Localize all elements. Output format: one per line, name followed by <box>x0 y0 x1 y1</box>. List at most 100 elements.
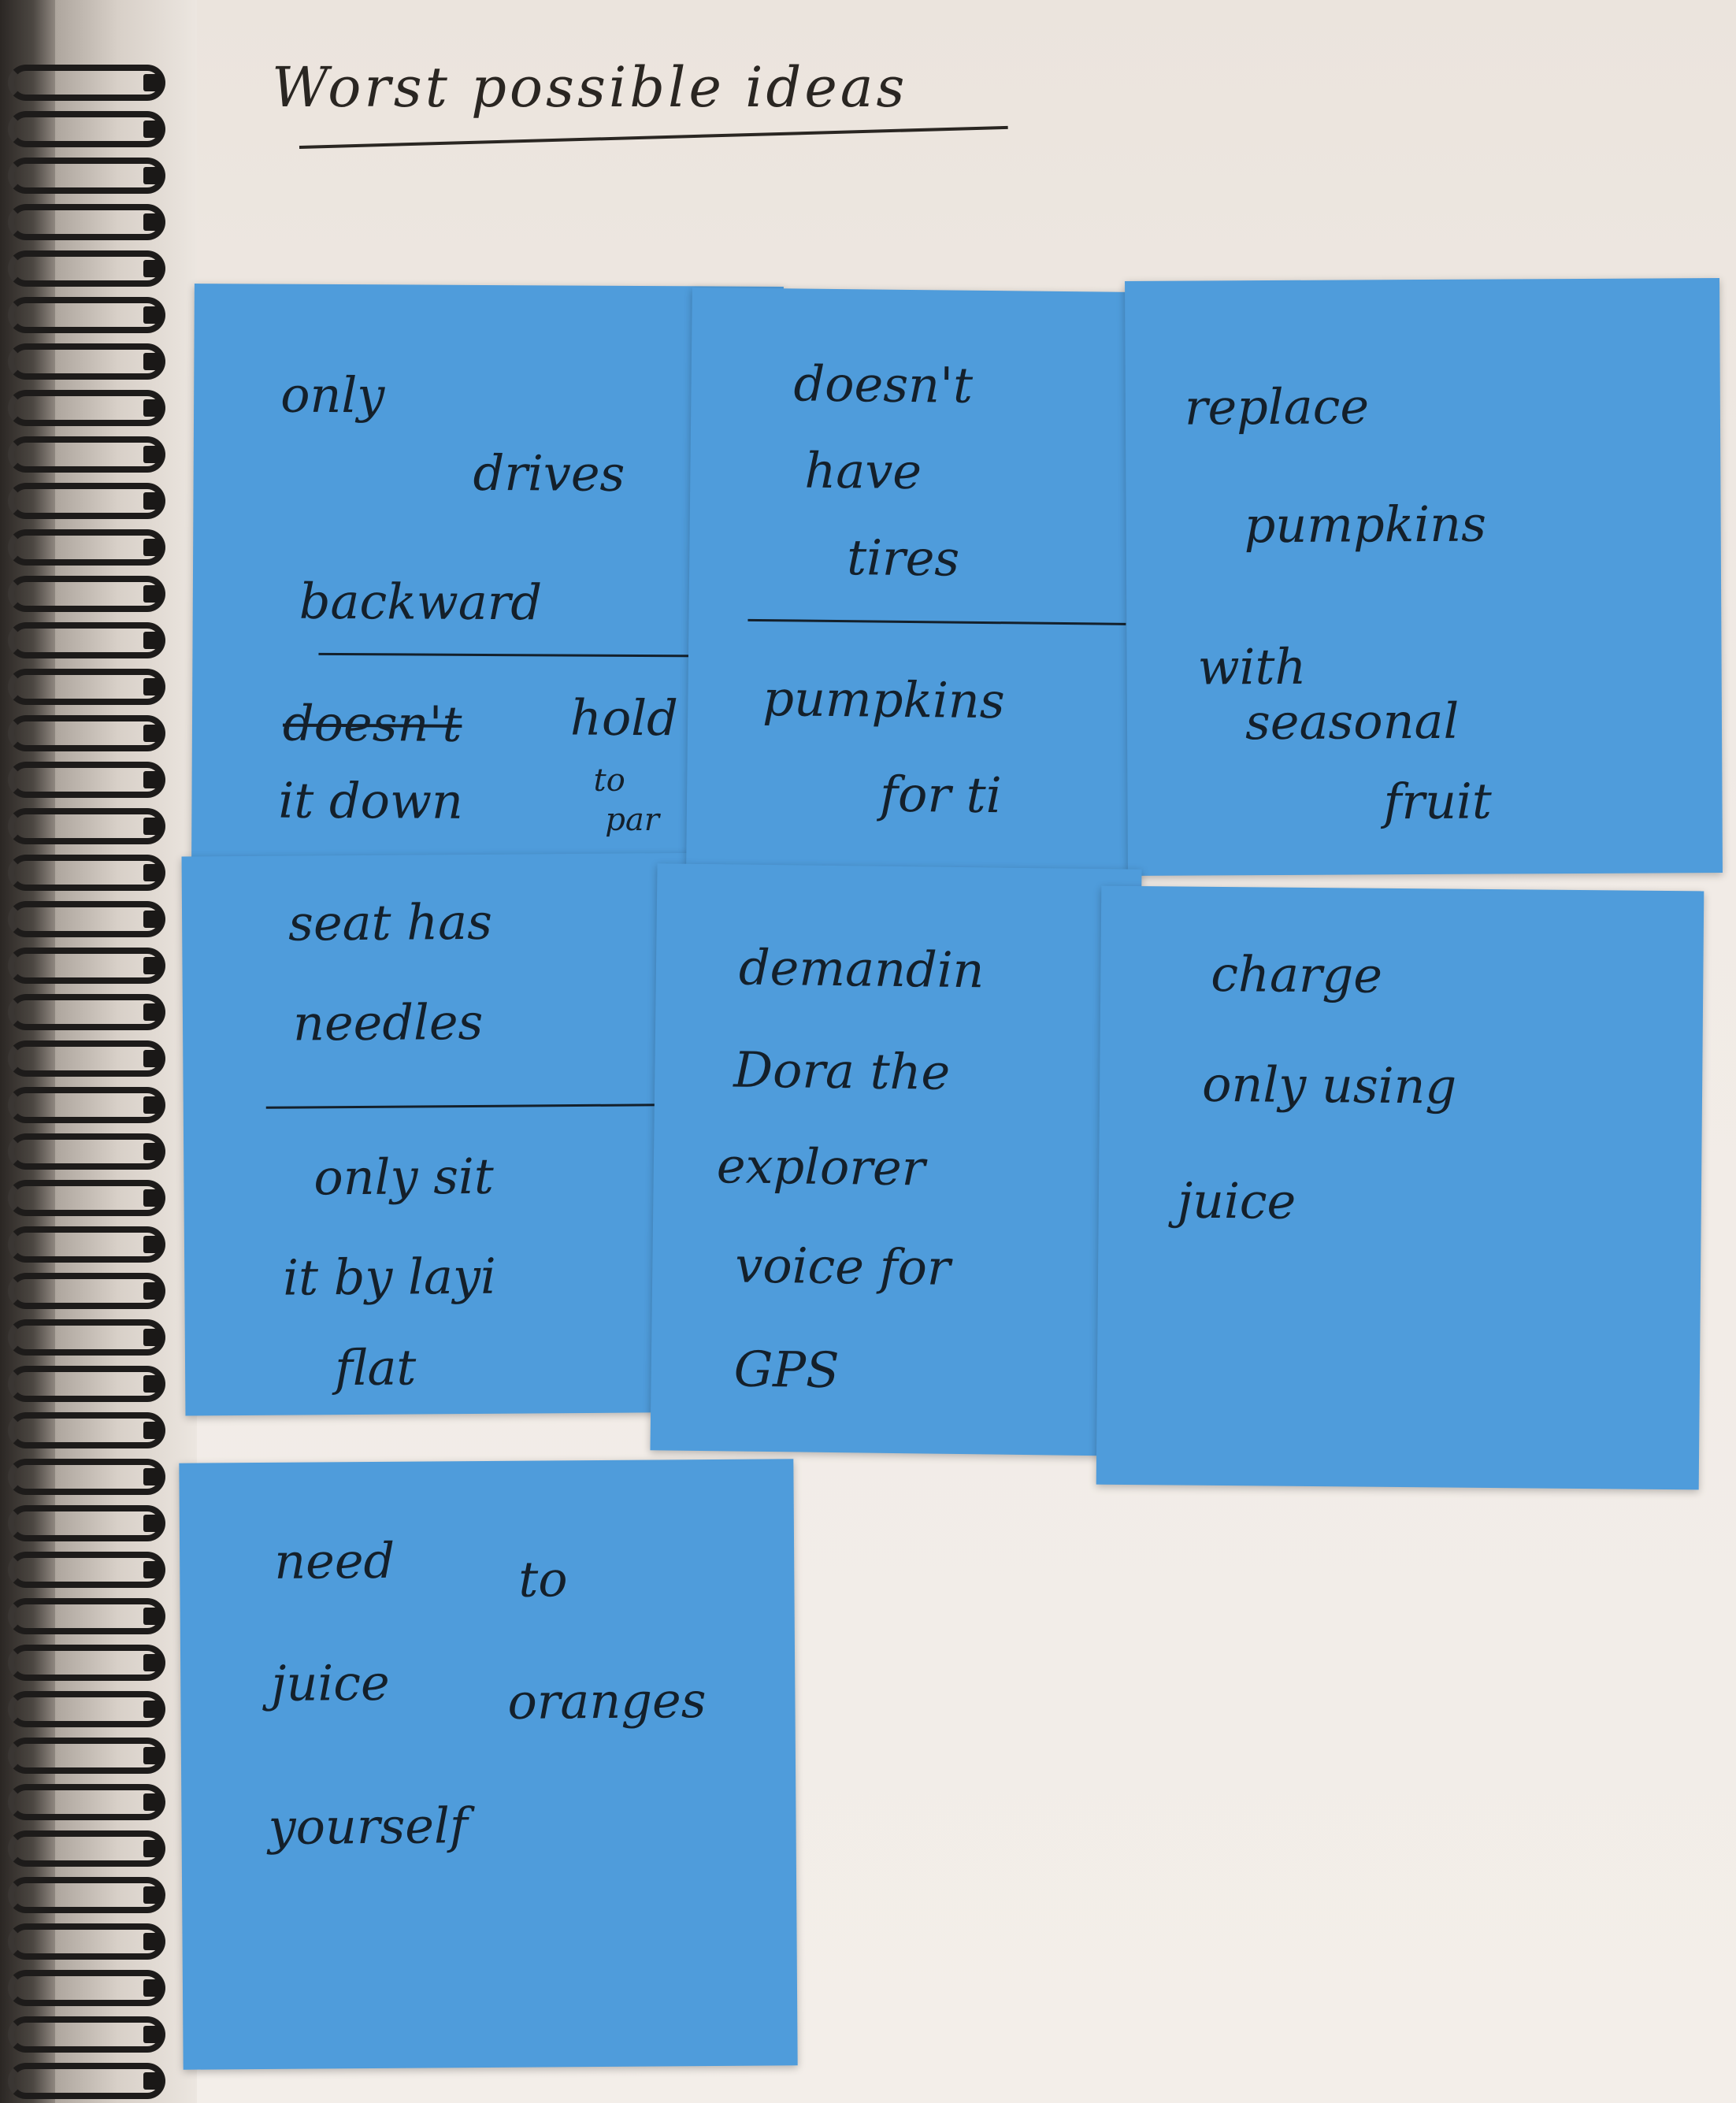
spiral-ring <box>8 1738 165 1774</box>
binding-hole <box>143 1933 162 1950</box>
spiral-ring <box>8 1226 165 1263</box>
note-text-line: only sit <box>313 1147 495 1207</box>
binding-hole <box>143 1840 162 1857</box>
binding-hole <box>143 1979 162 1997</box>
binding-hole <box>143 1608 162 1625</box>
spiral-ring <box>8 158 165 194</box>
binding-hole <box>143 864 162 881</box>
binding-hole <box>143 492 162 510</box>
note-text-line: backward <box>299 572 543 632</box>
spiral-ring <box>8 808 165 844</box>
spiral-ring <box>8 65 165 101</box>
note-text-line: only using <box>1201 1055 1457 1115</box>
binding-hole <box>143 1189 162 1207</box>
spiral-ring <box>8 1877 165 1913</box>
note-text-line: for ti <box>879 765 1002 825</box>
note-text-line: charge <box>1211 944 1383 1004</box>
binding-hole <box>143 1747 162 1764</box>
spiral-ring <box>8 715 165 751</box>
note-text-line: need <box>273 1531 395 1590</box>
binding-hole <box>143 260 162 277</box>
binding-hole <box>143 74 162 91</box>
binding-hole <box>143 446 162 463</box>
note-text-line: juice <box>271 1653 390 1712</box>
binding-hole <box>143 2072 162 2090</box>
sticky-note-dora-gps: demandin Dora the explorer voice for GPS <box>650 863 1142 1456</box>
note-text-line: it down <box>278 771 464 830</box>
binding-hole <box>143 1003 162 1021</box>
note-text-line: replace <box>1184 377 1370 436</box>
spiral-ring <box>8 1087 165 1123</box>
binding-hole <box>143 399 162 417</box>
note-text-line: Dora the <box>733 1040 951 1101</box>
spiral-ring <box>8 2016 165 2053</box>
binding-hole <box>143 353 162 370</box>
spiral-ring <box>8 1366 165 1402</box>
spiral-ring <box>8 529 165 566</box>
binding-hole <box>143 1701 162 1718</box>
binding-hole <box>143 1886 162 1904</box>
note-text-line: par <box>605 801 660 839</box>
binding-hole <box>143 539 162 556</box>
spiral-ring <box>8 855 165 891</box>
note-text-line: GPS <box>733 1340 840 1400</box>
note-text-line: explorer <box>716 1137 925 1197</box>
binding-hole <box>143 678 162 695</box>
note-text-line: to <box>518 1550 568 1608</box>
binding-hole <box>143 1468 162 1485</box>
spiral-ring <box>8 204 165 240</box>
binding-hole <box>143 957 162 974</box>
spiral-ring <box>8 297 165 333</box>
note-text-line: only <box>280 365 385 425</box>
spiral-ring <box>8 2063 165 2099</box>
spiral-ring <box>8 483 165 519</box>
note-text-line: fruit <box>1383 772 1492 831</box>
sticky-note-juice-oranges: need to juice oranges yourself <box>179 1459 798 2070</box>
note-text-line: voice for <box>734 1236 951 1296</box>
binding-hole <box>143 213 162 231</box>
note-text-line-struck: doesn't <box>282 694 462 753</box>
binding-hole <box>143 121 162 138</box>
note-text-line: doesn't <box>793 354 974 414</box>
page-heading: Worst possible ideas <box>272 55 908 120</box>
spiral-ring <box>8 994 165 1030</box>
sticky-note-charge-juice: charge only using juice <box>1096 885 1704 1490</box>
binding-hole <box>143 1561 162 1578</box>
spiral-ring <box>8 1319 165 1356</box>
spiral-ring <box>8 436 165 473</box>
spiral-ring <box>8 343 165 380</box>
binding-hole <box>143 306 162 324</box>
spiral-ring <box>8 1040 165 1077</box>
binding-hole <box>143 167 162 184</box>
note-text-line: pumpkins <box>1244 495 1487 554</box>
binding-hole <box>143 1793 162 1811</box>
note-text-line: pumpkins <box>762 669 1006 730</box>
spiral-ring <box>8 1133 165 1170</box>
binding-hole <box>143 911 162 928</box>
note-text-line: hold <box>569 688 679 747</box>
binding-hole <box>143 1422 162 1439</box>
note-text-line: needles <box>292 992 484 1052</box>
note-text-line: juice <box>1177 1171 1296 1230</box>
spiral-ring <box>8 111 165 147</box>
note-text-line: demandin <box>738 938 985 1000</box>
sticky-note-no-tires: doesn't have tires pumpkins for ti <box>686 287 1137 871</box>
binding-hole <box>143 1050 162 1067</box>
note-text-line: seat has <box>287 892 493 952</box>
binding-hole <box>143 1096 162 1114</box>
spiral-ring <box>8 1645 165 1681</box>
binding-hole <box>143 1375 162 1393</box>
spiral-ring <box>8 1784 165 1820</box>
note-text-line: drives <box>473 443 625 503</box>
note-text-line: tires <box>846 529 960 588</box>
binding-hole <box>143 1282 162 1300</box>
binding-hole <box>143 1515 162 1532</box>
binding-hole <box>143 818 162 835</box>
spiral-ring <box>8 1691 165 1727</box>
spiral-ring <box>8 622 165 658</box>
binding-hole <box>143 1654 162 1671</box>
spiral-ring <box>8 1552 165 1588</box>
spiral-ring <box>8 948 165 984</box>
note-divider <box>747 618 1126 625</box>
spiral-ring <box>8 901 165 937</box>
